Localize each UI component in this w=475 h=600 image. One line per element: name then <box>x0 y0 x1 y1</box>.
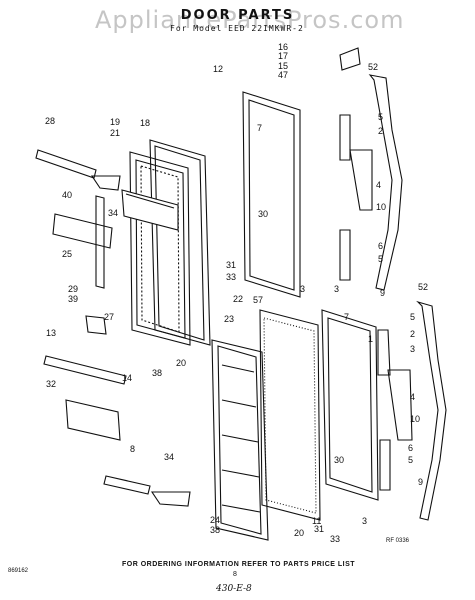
callout-label: 27 <box>104 312 114 322</box>
callout-label: 2 <box>378 126 383 136</box>
dispenser-housing <box>121 189 179 231</box>
bin-32 <box>65 399 121 441</box>
door-liner-mesh <box>259 309 321 521</box>
callout-label: 47 <box>278 70 288 80</box>
callout-label: 21 <box>110 128 120 138</box>
callout-label: 33 <box>226 272 236 282</box>
callout-label: 34 <box>164 452 174 462</box>
callout-label: 23 <box>224 314 234 324</box>
strip-8 <box>103 475 151 495</box>
callout-label: 5 <box>378 254 383 264</box>
callout-label: 5 <box>408 455 413 465</box>
fridge-door-top-panel <box>242 91 301 298</box>
callout-label: 2 <box>410 329 415 339</box>
callout-label: 52 <box>368 62 378 72</box>
callout-label: 20 <box>294 528 304 538</box>
callout-label: 18 <box>140 118 150 128</box>
callout-label: 11 <box>312 516 321 526</box>
callout-label: 3 <box>362 516 367 526</box>
callout-label: 13 <box>46 328 56 338</box>
callout-label: 29 <box>68 284 78 294</box>
handwritten-note: 430-E-8 <box>216 584 252 594</box>
callout-label: 4 <box>376 180 381 190</box>
callout-label: 34 <box>108 208 118 218</box>
callout-label: 31 <box>226 260 236 270</box>
callout-label: 33 <box>330 534 340 544</box>
callout-label: 20 <box>176 358 186 368</box>
callout-label: 4 <box>410 392 415 402</box>
freezer-gasket <box>149 139 211 346</box>
callout-label: 6 <box>378 241 383 251</box>
callout-label: 25 <box>62 249 72 259</box>
callout-label: 1 <box>368 334 373 344</box>
callout-label: 19 <box>110 117 120 127</box>
callout-label: 16 <box>278 42 288 52</box>
callout-label: 57 <box>253 295 263 305</box>
callout-label: 52 <box>418 282 428 292</box>
strip-13 <box>43 355 127 385</box>
callout-label: 9 <box>418 477 423 487</box>
callout-label: 3 <box>410 344 415 354</box>
callout-label: 17 <box>278 51 288 61</box>
page-number: 8 <box>233 571 237 578</box>
callout-label: 14 <box>122 373 132 383</box>
callout-label: 12 <box>213 64 223 74</box>
callout-label: 5 <box>410 312 415 322</box>
callout-label: 39 <box>68 294 78 304</box>
callout-label: 38 <box>152 368 162 378</box>
callout-label: 7 <box>344 312 349 322</box>
freezer-door-outer <box>129 151 191 346</box>
callout-label: 8 <box>130 444 135 454</box>
ordering-footer: FOR ORDERING INFORMATION REFER TO PARTS … <box>122 561 356 568</box>
reference-code: RF 0336 <box>386 538 410 544</box>
callout-label: 6 <box>408 443 413 453</box>
callout-label: 24 <box>210 515 220 525</box>
callout-label: 30 <box>258 209 268 219</box>
callout-label: 7 <box>257 123 262 133</box>
fresh-door-right <box>321 309 379 501</box>
bracket-34 <box>90 175 121 191</box>
shelf-40 <box>52 213 113 249</box>
upper-hinge-bar <box>339 114 351 161</box>
cap-39 <box>85 315 107 335</box>
callout-label: 38 <box>210 525 220 535</box>
callout-label: 3 <box>334 284 339 294</box>
callout-label: 10 <box>410 414 420 424</box>
fresh-door-outer <box>211 339 269 541</box>
model-subtitle: For Model EED 22IMKWR-2 <box>170 24 304 33</box>
side-code: 869162 <box>8 568 29 574</box>
callout-label: 28 <box>45 116 55 126</box>
callout-label: 22 <box>233 294 243 304</box>
page-title: DOOR PARTS <box>180 8 295 23</box>
callout-label: 5 <box>378 112 383 122</box>
callout-label: 31 <box>314 524 324 534</box>
trim-strip-28 <box>35 149 97 179</box>
callout-label: 3 <box>300 284 305 294</box>
callout-label: 15 <box>278 61 288 71</box>
callout-label: 30 <box>334 455 344 465</box>
bracket-34b <box>150 491 191 507</box>
callout-label: 10 <box>376 202 386 212</box>
callout-label: 32 <box>46 379 56 389</box>
callout-label: 9 <box>380 288 385 298</box>
callout-label: 40 <box>62 190 72 200</box>
